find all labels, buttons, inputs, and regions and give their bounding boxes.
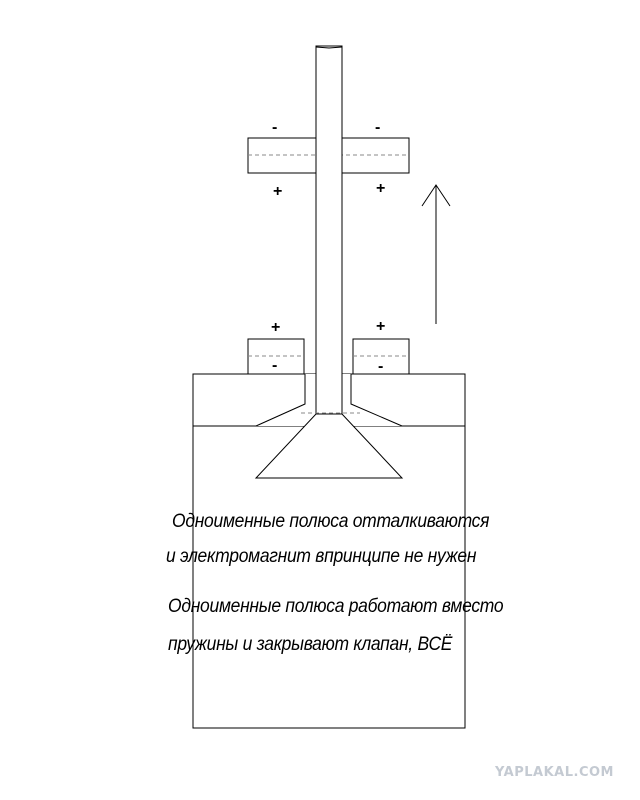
bottom-left-magnet-top-sign: +	[271, 319, 280, 336]
caption-line-4: пружины и закрывают клапан, ВСЁ	[168, 634, 453, 655]
caption-line-1: Одноименные полюса отталкиваются	[172, 511, 490, 532]
bottom-right-magnet-top-sign: +	[376, 318, 385, 335]
top-magnet-left-top-sign: -	[272, 119, 277, 136]
caption-line-2: и электромагнит впринципе не нужен	[166, 546, 477, 567]
valve-stem	[315, 45, 343, 415]
valve-seat-left	[255, 374, 306, 427]
top-magnet-right-top-sign: -	[375, 119, 380, 136]
top-magnet-right-bottom-sign: +	[376, 180, 385, 197]
bottom-left-magnet-bottom-sign: -	[272, 357, 277, 374]
top-magnet-left-bottom-sign: +	[273, 183, 282, 200]
up-arrow-icon	[421, 184, 451, 324]
valve-seat-right	[350, 374, 403, 427]
valve-stem-top	[315, 46, 343, 49]
caption-line-3: Одноименные полюса работают вместо	[168, 596, 504, 617]
bottom-right-magnet-bottom-sign: -	[378, 358, 383, 375]
watermark-text: YAPLAKAL.COM	[495, 765, 614, 780]
